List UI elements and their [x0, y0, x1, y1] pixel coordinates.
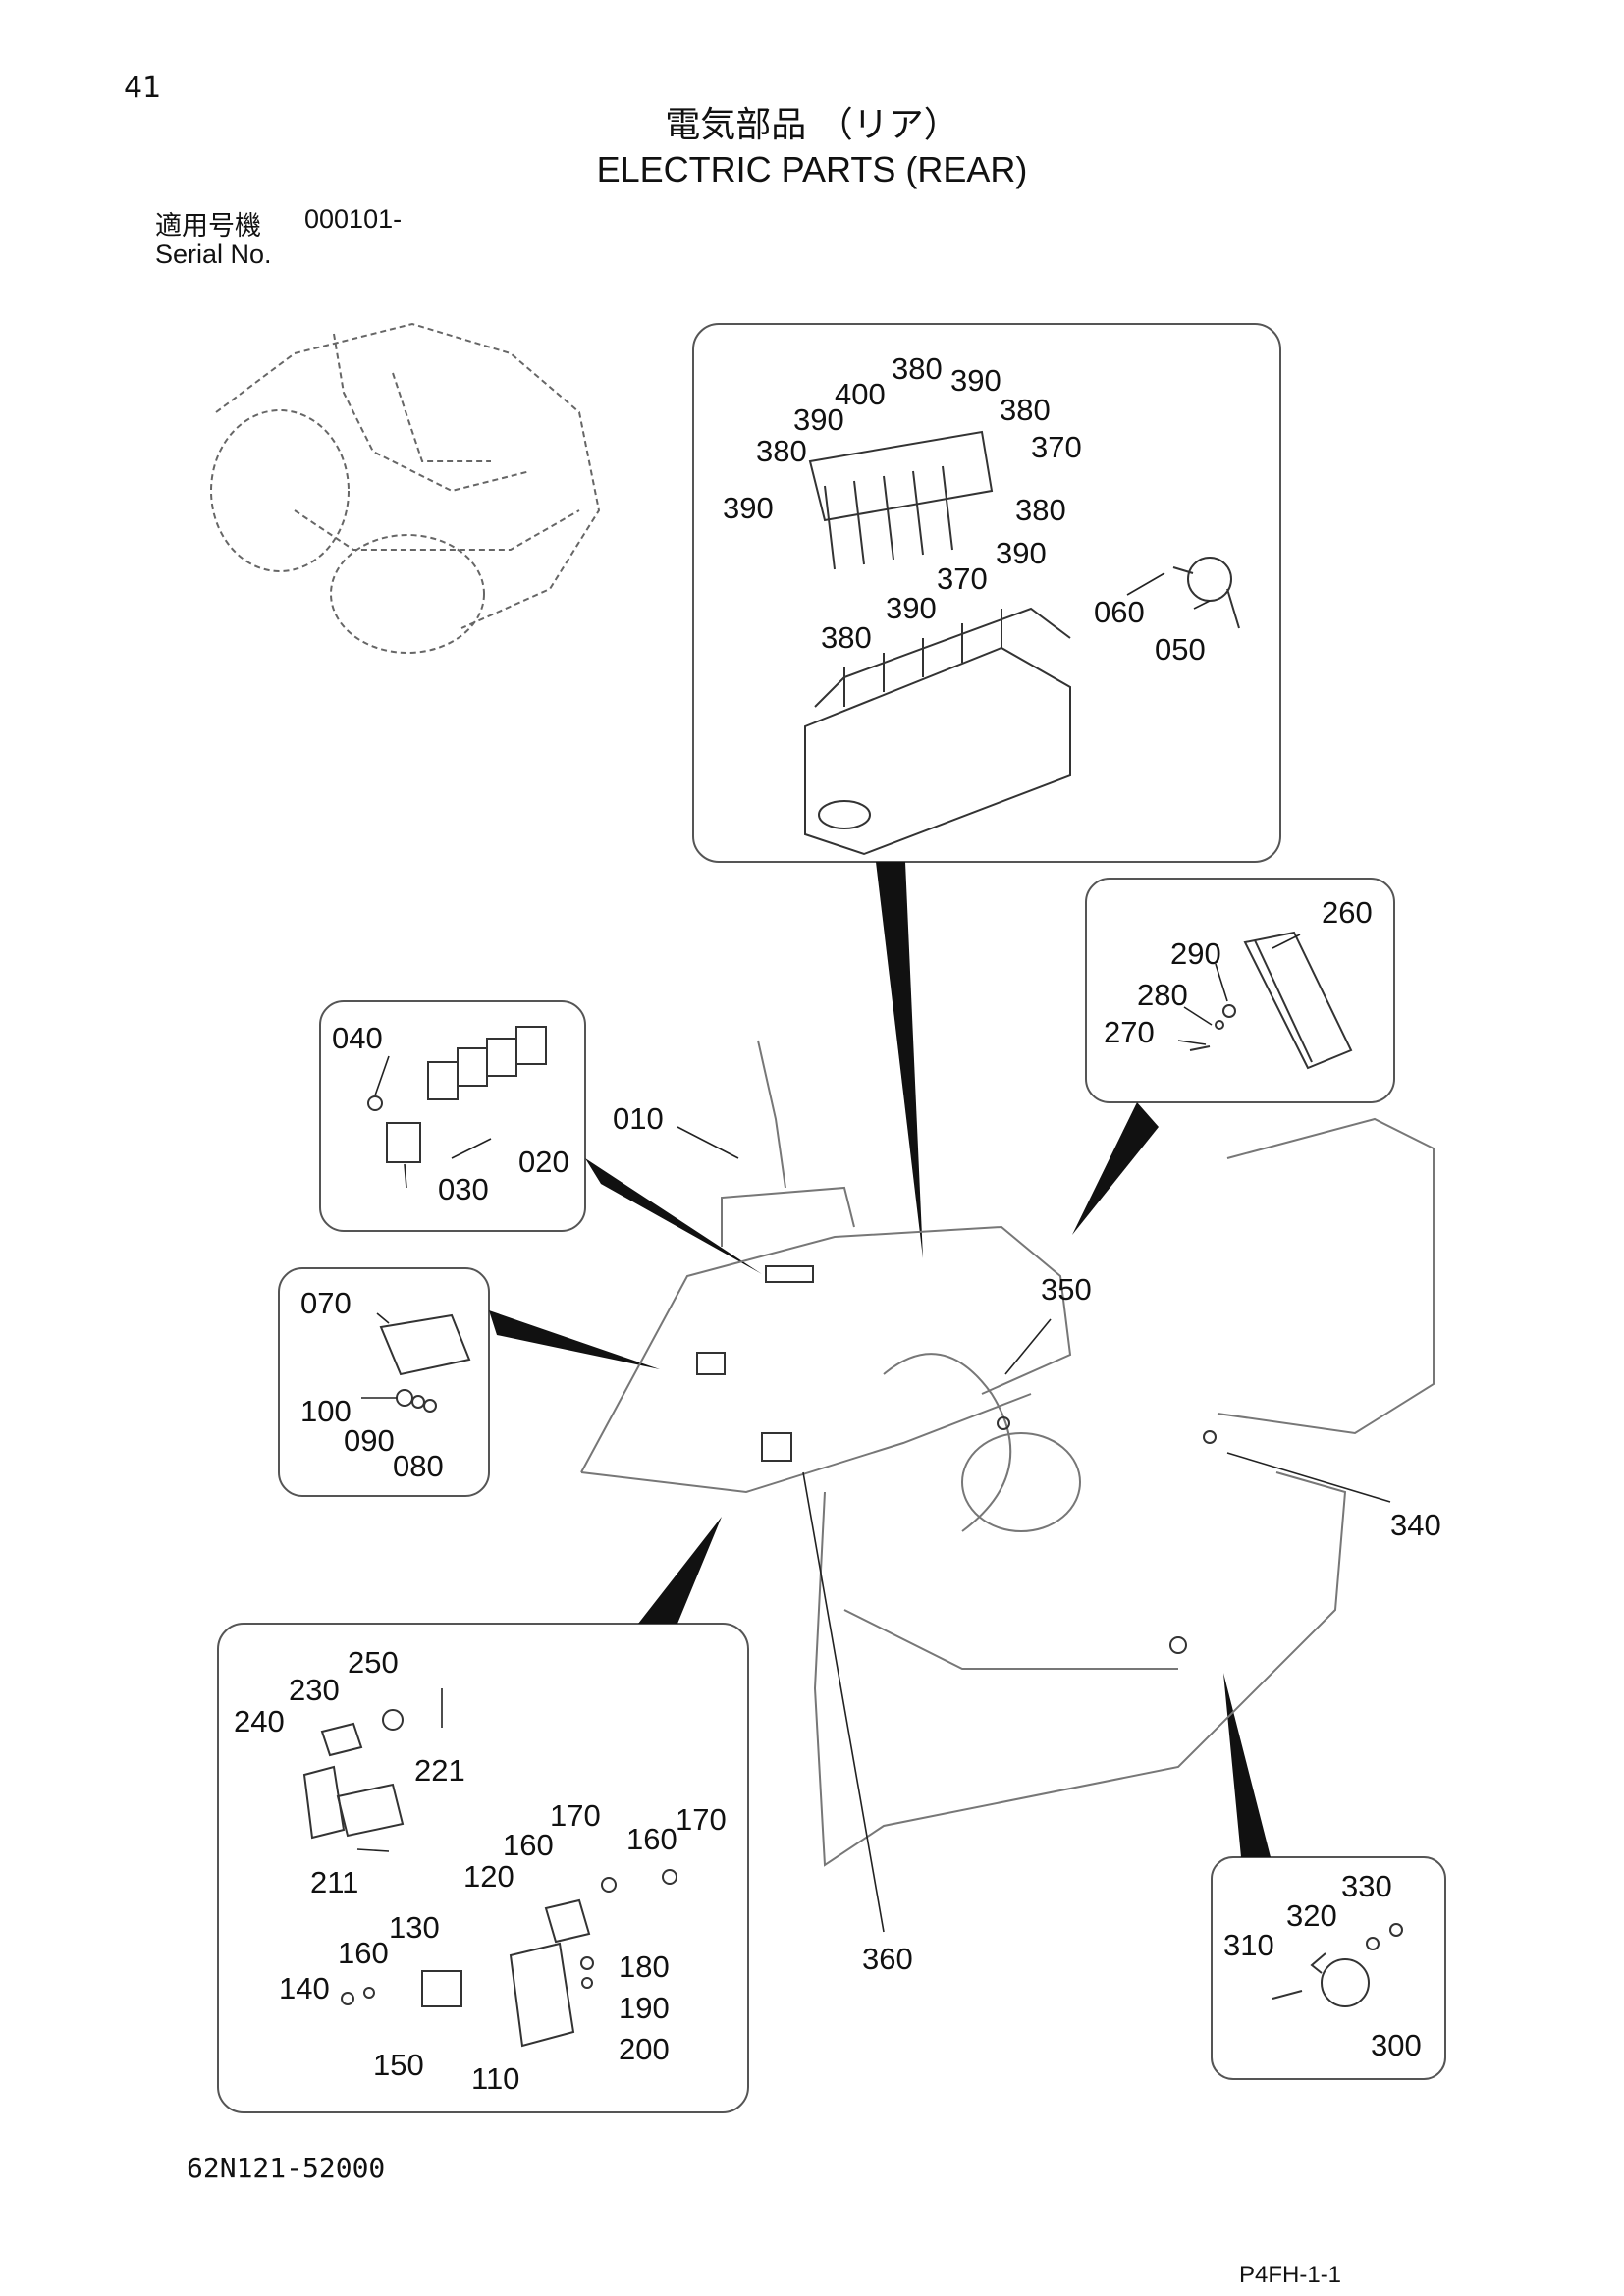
callout-390-b: 390	[793, 402, 844, 437]
callout-160-a: 160	[503, 1828, 554, 1862]
callout-380-e: 380	[821, 620, 872, 655]
machine-overview	[210, 322, 601, 654]
callout-390-d: 390	[996, 536, 1047, 570]
callout-400: 400	[835, 377, 886, 411]
callout-380-a: 380	[892, 351, 943, 386]
page-code: P4FH-1-1	[1239, 2262, 1342, 2288]
callout-070: 070	[300, 1286, 352, 1320]
chassis-components	[696, 1265, 1217, 1654]
callout-030: 030	[438, 1172, 489, 1206]
callout-relay-bracket: 250 230 240 221 211 170 160 160 170 120 …	[234, 1645, 727, 2096]
callout-module-070: 070 100 090 080	[300, 1286, 444, 1483]
callout-380-b: 380	[1000, 393, 1051, 427]
page-title-jp: 電気部品 （リア）	[665, 105, 959, 145]
callout-250: 250	[348, 1645, 399, 1680]
callout-310: 310	[1223, 1928, 1274, 1962]
callout-350: 350	[1041, 1272, 1092, 1307]
document-code: 62N121-52000	[187, 2152, 386, 2184]
callout-160-c: 160	[338, 1936, 389, 1970]
callout-300: 300	[1371, 2028, 1422, 2062]
callout-221: 221	[414, 1753, 465, 1788]
inset-relay-bracket	[217, 1623, 749, 2113]
callout-320: 320	[1286, 1898, 1337, 1933]
callout-160-b: 160	[626, 1822, 677, 1856]
callout-190: 190	[619, 1991, 670, 2025]
inset-ecu	[1085, 878, 1395, 1103]
callout-horn: 330 320 310 300	[1223, 1869, 1422, 2062]
callout-240: 240	[234, 1704, 285, 1738]
callout-390-a: 390	[950, 363, 1001, 398]
callout-110: 110	[471, 2061, 519, 2096]
callout-100: 100	[300, 1394, 352, 1428]
serial-label-jp: 適用号機	[155, 211, 261, 241]
callout-170-b: 170	[676, 1802, 727, 1837]
callout-120: 120	[463, 1859, 514, 1894]
page-number: 41	[124, 71, 162, 105]
leader-lines	[356, 572, 1391, 1933]
serial-label-en: Serial No.	[155, 240, 272, 269]
callout-370-b: 370	[937, 561, 988, 596]
callout-211: 211	[310, 1865, 358, 1899]
callout-330: 330	[1341, 1869, 1392, 1903]
callout-290: 290	[1170, 936, 1221, 971]
callout-040: 040	[332, 1021, 383, 1055]
callout-010: 010	[613, 1101, 664, 1136]
callout-390-e: 390	[886, 591, 937, 625]
callout-130: 130	[389, 1910, 440, 1945]
relay-bracket-assembly	[302, 1709, 677, 2048]
callout-080: 080	[393, 1449, 444, 1483]
callout-150: 150	[373, 2048, 424, 2082]
main-chassis	[580, 1040, 1435, 1867]
callout-ecu: 260 290 280 270	[1104, 895, 1373, 1049]
inset-module-070	[278, 1267, 490, 1497]
callout-200: 200	[619, 2032, 670, 2066]
callout-360: 360	[862, 1942, 913, 1976]
ecu-unit	[1189, 931, 1353, 1070]
callout-280: 280	[1137, 978, 1188, 1012]
callout-140: 140	[279, 1971, 330, 2005]
inset-relays-upper	[319, 1000, 586, 1232]
callout-170-a: 170	[550, 1798, 601, 1833]
callout-260: 260	[1322, 895, 1373, 930]
callout-060: 060	[1094, 595, 1145, 629]
callout-390-c: 390	[723, 491, 774, 525]
module-070	[379, 1313, 471, 1413]
inset-horn	[1211, 1856, 1446, 2080]
relay-group	[367, 1026, 547, 1163]
callout-230: 230	[289, 1673, 340, 1707]
callout-relays-upper: 040 020 030	[332, 1021, 569, 1206]
callout-main: 010 350 340 360	[613, 1101, 1441, 1976]
horn	[1272, 1923, 1403, 2007]
page-title-en: ELECTRIC PARTS (REAR)	[596, 149, 1028, 189]
pointer-wedges	[489, 862, 1271, 1857]
callout-050: 050	[1155, 632, 1206, 667]
callout-380-c: 380	[756, 434, 807, 468]
callout-370-a: 370	[1031, 430, 1082, 464]
callout-fuse-box: 380 390 400 390 380 380 370 390 380 390 …	[723, 351, 1206, 667]
callout-380-d: 380	[1015, 493, 1066, 527]
callout-270: 270	[1104, 1015, 1155, 1049]
callout-020: 020	[518, 1145, 569, 1179]
serial-value: 000101-	[304, 204, 403, 234]
inset-fuse-box	[692, 323, 1281, 863]
callout-180: 180	[619, 1949, 670, 1984]
callout-340: 340	[1390, 1508, 1441, 1542]
callout-090: 090	[344, 1423, 395, 1458]
